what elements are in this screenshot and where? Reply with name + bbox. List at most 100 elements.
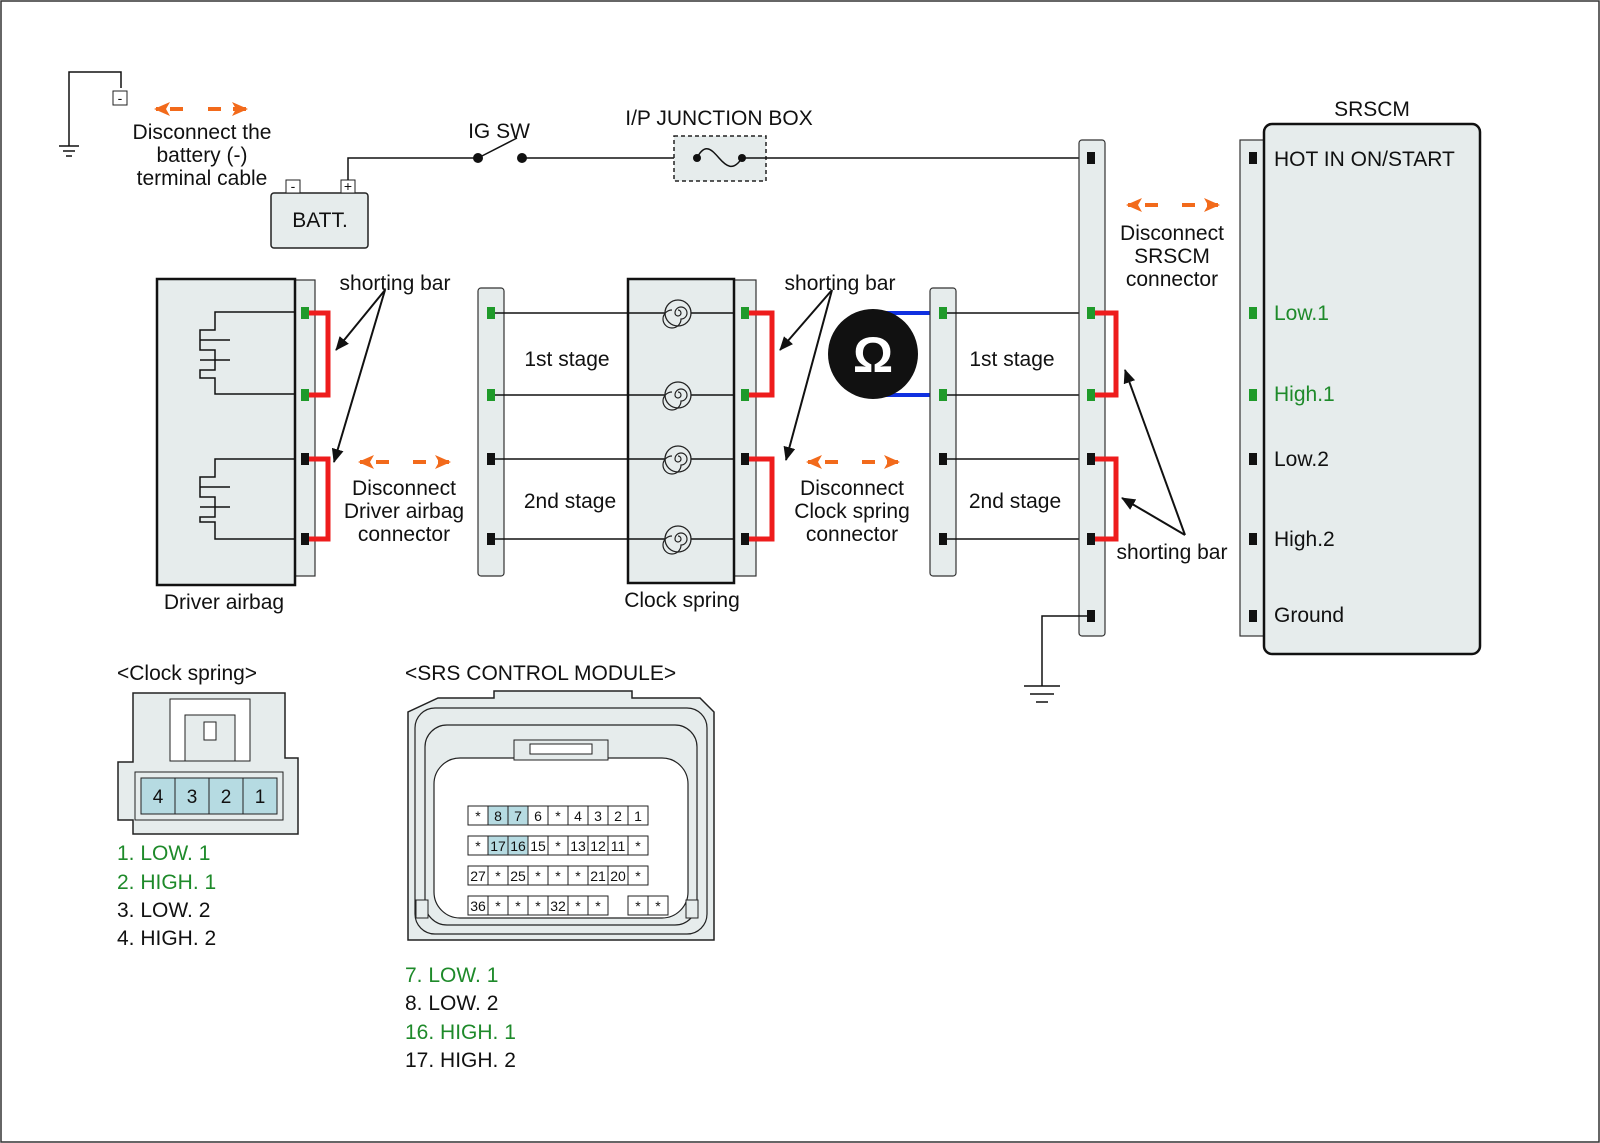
battery: - + BATT.: [270, 178, 369, 249]
srs-pin-number: 21: [590, 868, 606, 884]
driver-airbag-module: [155, 277, 331, 587]
srscm-module: [1239, 122, 1482, 656]
clock-spring-stage2: 2nd stage: [524, 490, 616, 513]
srs-pin-number: *: [555, 838, 561, 854]
disconnect-battery-text-2: battery (-): [156, 144, 247, 167]
clock-spring-module: [626, 277, 775, 585]
srs-module-legend-1: 7. LOW. 1: [405, 964, 498, 987]
srscm-harness-connector: [1024, 139, 1119, 703]
clock-spring-pin-number: 2: [221, 787, 232, 808]
srs-pin-number: 16: [510, 838, 526, 854]
srscm-disconnect-1: Disconnect: [1120, 222, 1224, 245]
srs-pin-number: 12: [590, 838, 606, 854]
srs-pin-number: *: [575, 898, 581, 914]
srs-pin-number: *: [635, 838, 641, 854]
srs-pin-cell: [627, 805, 649, 826]
srs-pin-number: 4: [574, 808, 582, 824]
srs-pin-number: *: [555, 808, 561, 824]
srs-pin-number: *: [475, 838, 481, 854]
srscm-disconnect-3: connector: [1126, 268, 1218, 291]
srs-pin-number: 27: [470, 868, 486, 884]
srs-module-legend-4: 17. HIGH. 2: [405, 1049, 516, 1072]
srs-pin-number: 1: [634, 808, 642, 824]
srs-pin-number: *: [535, 898, 541, 914]
srs-pin-number: 15: [530, 838, 546, 854]
ig-sw-label: IG SW: [468, 120, 530, 143]
srs-pin-number: *: [495, 868, 501, 884]
clock-spring-legend-1: 1. LOW. 1: [117, 842, 210, 865]
srs-pin-number: 32: [550, 898, 566, 914]
srs-pin-number: *: [635, 868, 641, 884]
clock-spring-harness-strip: [477, 287, 628, 577]
driver-airbag-disconnect-3: connector: [358, 523, 450, 546]
driver-airbag-disconnect-1: Disconnect: [352, 477, 456, 500]
clock-spring-legend-3: 3. LOW. 2: [117, 899, 210, 922]
ohmmeter-icon: Ω: [828, 309, 918, 399]
srs-pin-number: 17: [490, 838, 506, 854]
srs-pin-number: *: [555, 868, 561, 884]
srs-pin-number: 6: [534, 808, 542, 824]
srs-pin-cell: [647, 895, 669, 916]
clock-spring-legend-2: 2. HIGH. 1: [117, 871, 216, 894]
srs-pin-cell: [587, 895, 609, 916]
srscm-title: SRSCM: [1334, 98, 1410, 121]
srs-module-legend-2: 8. LOW. 2: [405, 992, 498, 1015]
srs-pin-cell: [627, 865, 649, 886]
shorting-bar-pointer-right: [1121, 369, 1186, 536]
srscm-pin-high2: High.2: [1274, 528, 1335, 551]
srscm-pin-low1: Low.1: [1274, 302, 1329, 325]
srs-pin-number: *: [655, 898, 661, 914]
shorting-bar-label-middle: shorting bar: [785, 272, 896, 295]
disconnect-battery-text-3: terminal cable: [137, 167, 268, 190]
clock-spring-pin-cell: [140, 777, 176, 815]
disconnect-battery-text-1: Disconnect the: [133, 121, 272, 144]
clock-spring-label: Clock spring: [624, 589, 740, 612]
battery-label: BATT.: [292, 209, 348, 232]
clock-spring-pin-number: 4: [153, 787, 164, 808]
shorting-bar-label-right: shorting bar: [1117, 541, 1228, 564]
clock-spring-pin-number: 1: [255, 787, 266, 808]
clock-spring-pin-row: 4 3 2 1: [140, 777, 278, 815]
srs-pin-number: 25: [510, 868, 526, 884]
srs-pin-number: 3: [594, 808, 602, 824]
ground-terminal: [112, 90, 128, 106]
clock-spring-pin-cell: [208, 777, 244, 815]
shorting-bar-label-left: shorting bar: [340, 272, 451, 295]
clock-spring-pin-number: 3: [187, 787, 198, 808]
shorting-bar-pointer-middle: [779, 289, 833, 461]
srs-pin-number: *: [495, 898, 501, 914]
driver-airbag-label: Driver airbag: [164, 591, 284, 614]
srs-pin-number: 13: [570, 838, 586, 854]
clock-spring-connector-title: <Clock spring>: [117, 662, 257, 685]
harness-stage1: 1st stage: [969, 348, 1054, 371]
srs-pin-number: 8: [494, 808, 502, 824]
srs-pin-number: *: [515, 898, 521, 914]
srs-module-connector-title: <SRS CONTROL MODULE>: [405, 662, 676, 685]
srscm-pin-low2: Low.2: [1274, 448, 1329, 471]
srs-pin-number: *: [475, 808, 481, 824]
srscm-pin-ground: Ground: [1274, 604, 1344, 627]
srs-pin-number: 7: [514, 808, 522, 824]
srs-pin-number: *: [635, 898, 641, 914]
srscm-harness-strip: [929, 287, 1091, 577]
ground-terminal-sign: -: [118, 90, 123, 106]
clock-spring-disconnect-3: connector: [806, 523, 898, 546]
battery-ground-section: -: [59, 71, 128, 157]
clock-spring-pin-cell: [242, 777, 278, 815]
shorting-bar-pointer-left: [331, 289, 386, 463]
battery-minus-sign: -: [291, 178, 296, 194]
clock-spring-legend-4: 4. HIGH. 2: [117, 927, 216, 950]
srs-pin-number: 2: [614, 808, 622, 824]
junction-box-label: I/P JUNCTION BOX: [625, 107, 812, 130]
harness-stage2: 2nd stage: [969, 490, 1061, 513]
srs-pin-number: 20: [610, 868, 626, 884]
clock-spring-stage1: 1st stage: [524, 348, 609, 371]
ohm-symbol: Ω: [853, 327, 893, 383]
srs-pin-cell: [627, 835, 649, 856]
srs-pin-number: 36: [470, 898, 486, 914]
clock-spring-disconnect-1: Disconnect: [800, 477, 904, 500]
ignition-switch: [473, 137, 527, 163]
